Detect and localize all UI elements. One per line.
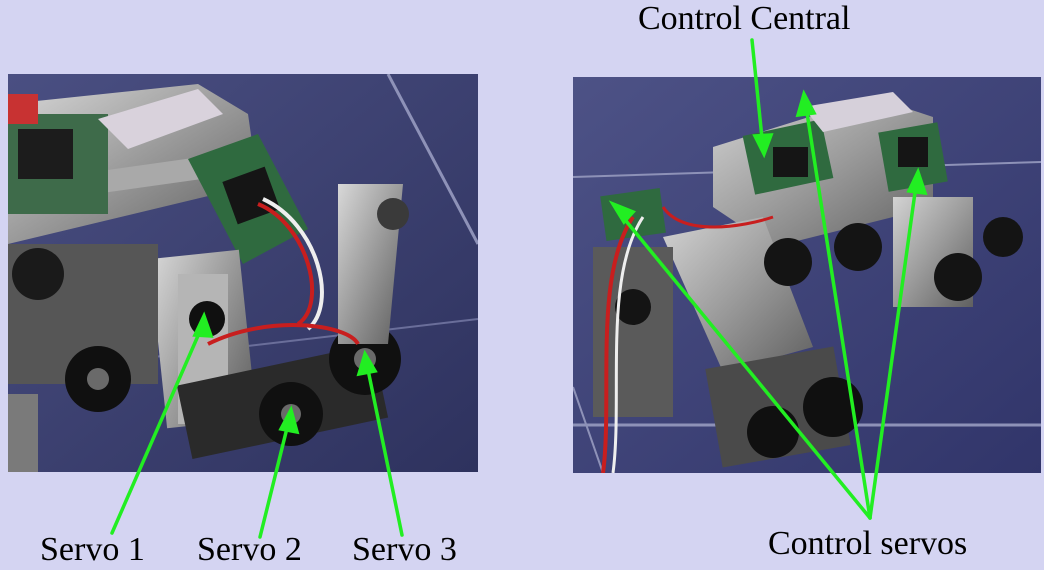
- servo-3-label: Servo 3: [352, 531, 457, 568]
- robot-overview-photo: [573, 77, 1041, 473]
- servo-2-label: Servo 2: [197, 531, 302, 568]
- robot-leg-photo: [8, 74, 478, 472]
- servo-1-label: Servo 1: [40, 531, 145, 568]
- control-servos-label: Control servos: [768, 525, 968, 562]
- control-central-label: Control Central: [638, 0, 851, 37]
